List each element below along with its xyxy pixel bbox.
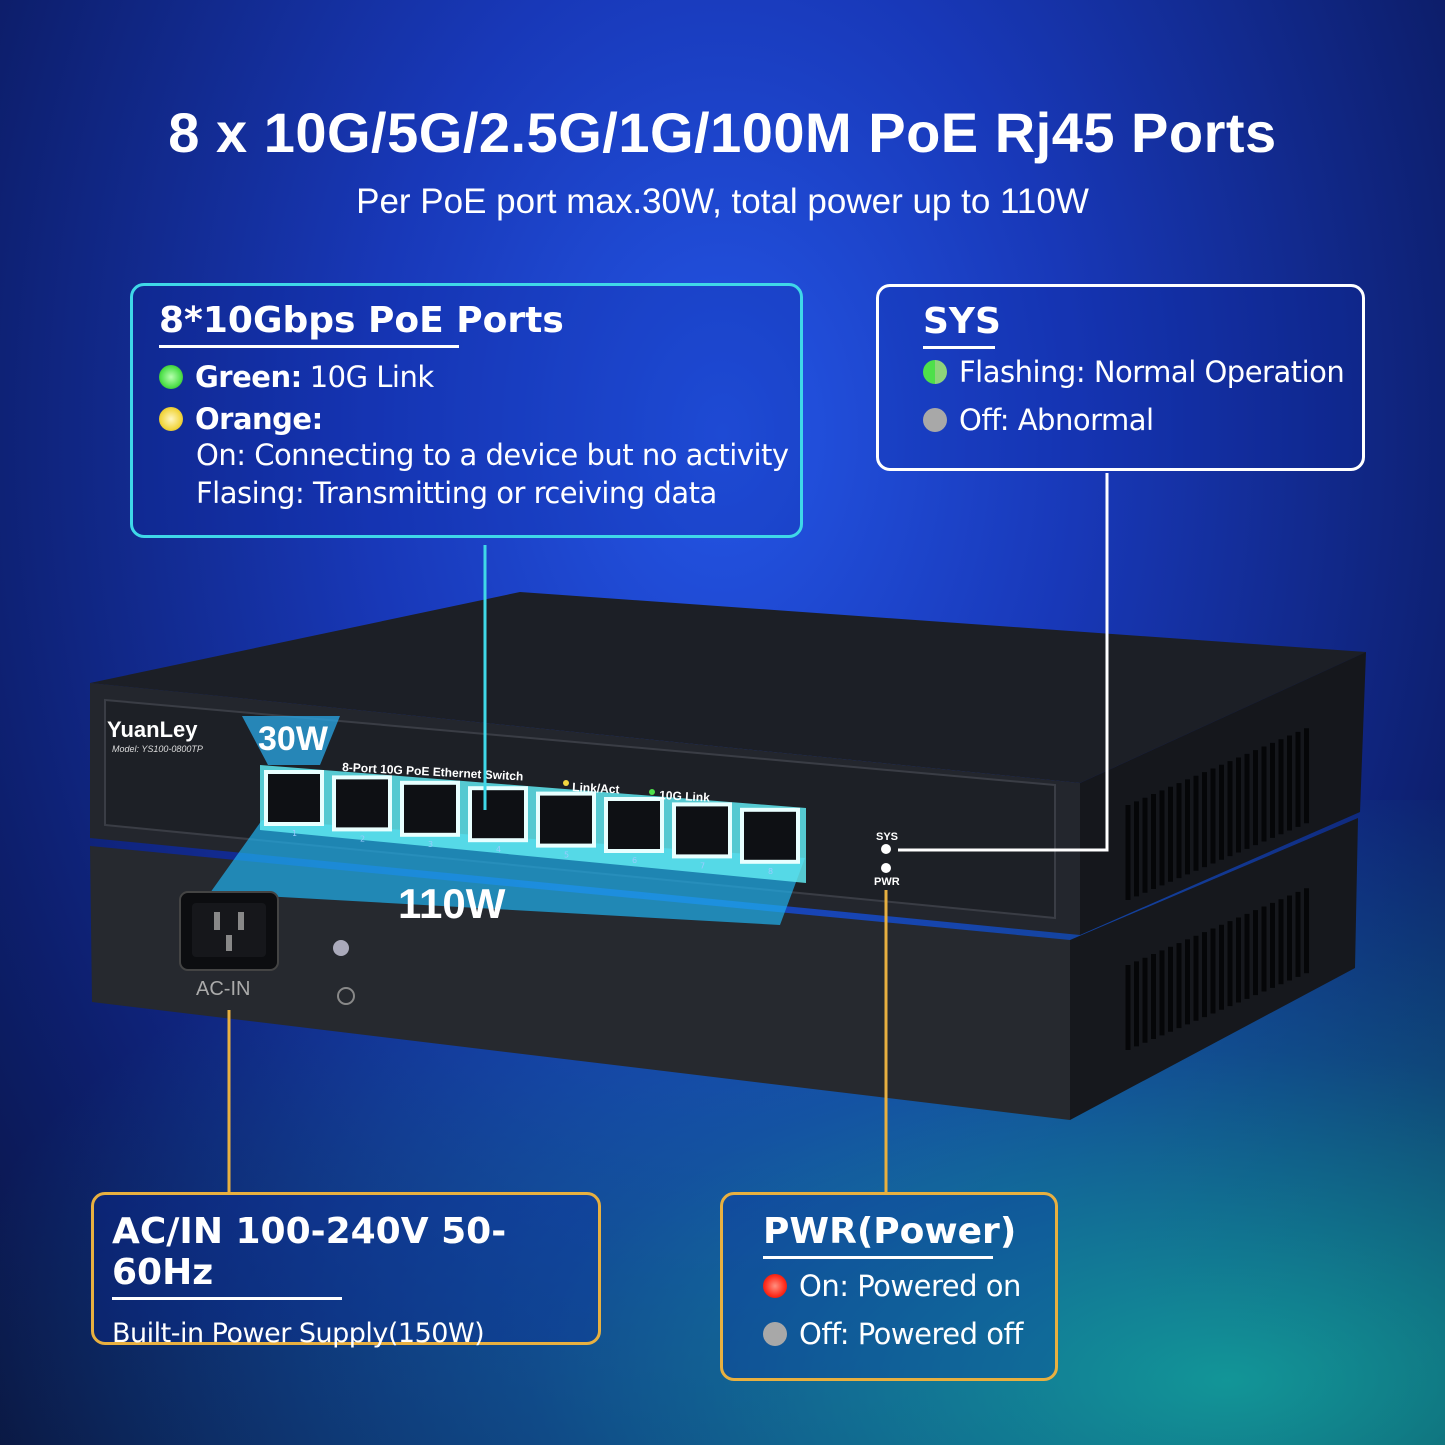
model-label: Model: YS100-0800TP	[112, 744, 203, 754]
pwr-led	[881, 863, 891, 873]
ac-callout: AC/IN 100-240V 50-60Hz Built-in Power Su…	[91, 1192, 601, 1349]
pwr-on-text: On: Powered on	[799, 1269, 1021, 1303]
sys-flashing-text: Flashing: Normal Operation	[959, 355, 1345, 389]
rj45-port	[468, 786, 528, 843]
port-number: 3	[428, 840, 433, 849]
rj45-port	[672, 802, 732, 859]
green-label: Green:	[195, 360, 302, 394]
orange-on-text: On: Connecting to a device but no activi…	[196, 438, 789, 472]
sys-led	[881, 844, 891, 854]
pwr-off-text: Off: Powered off	[799, 1317, 1023, 1351]
port-number: 4	[496, 845, 501, 854]
total-power-label: 110W	[398, 880, 506, 927]
port-number: 6	[632, 856, 637, 865]
port-power-label: 30W	[258, 720, 329, 758]
green-led-icon	[159, 365, 183, 389]
sys-callout: SYS Flashing: Normal Operation Off: Abno…	[876, 284, 1365, 471]
page-subtitle: Per PoE port max.30W, total power up to …	[356, 182, 1089, 221]
green-text: 10G Link	[309, 360, 434, 394]
link-act-label: Link/Act	[572, 780, 620, 796]
pwr-callout-title: PWR(Power)	[763, 1211, 1017, 1252]
orange-led-icon	[159, 407, 183, 431]
10g-link-label: 10G Link	[659, 788, 711, 805]
port-number: 2	[360, 834, 365, 843]
sys-label: SYS	[876, 831, 898, 843]
port-number: 1	[292, 829, 297, 838]
ac-in-label: AC-IN	[196, 978, 250, 1000]
brand-logo: YuanLey	[107, 717, 198, 742]
off-led-icon	[923, 408, 947, 432]
ac-text: Built-in Power Supply(150W)	[112, 1318, 485, 1349]
flashing-led-icon	[923, 360, 947, 384]
port-strip	[260, 765, 806, 883]
switch-top	[90, 592, 1366, 783]
rj45-port	[536, 791, 596, 848]
rj45-port	[332, 775, 392, 832]
port-number: 7	[700, 861, 705, 870]
rj45-port	[400, 780, 460, 837]
orange-flash-text: Flasing: Transmitting or rceiving data	[196, 476, 717, 510]
gray-led-icon	[763, 1322, 787, 1346]
rj45-port	[604, 797, 664, 853]
ground-screw	[333, 940, 349, 956]
orange-label: Orange:	[195, 402, 323, 436]
port-number: 5	[564, 851, 569, 860]
rj45-port	[264, 770, 324, 826]
ground-icon	[337, 987, 355, 1005]
rj45-port	[740, 807, 800, 864]
pwr-label: PWR	[874, 876, 900, 888]
red-led-icon	[763, 1274, 787, 1298]
ports-callout: 8*10Gbps PoE Ports Green:10G Link Orange…	[130, 283, 803, 538]
sys-callout-title: SYS	[923, 301, 1001, 342]
pwr-callout: PWR(Power) On: Powered on Off: Powered o…	[720, 1192, 1058, 1381]
ac-callout-title: AC/IN 100-240V 50-60Hz	[112, 1211, 507, 1293]
port-number: 8	[768, 867, 773, 876]
sys-off-text: Off: Abnormal	[959, 403, 1154, 437]
power-unit-front	[90, 846, 1070, 1120]
ports-callout-title: 8*10Gbps PoE Ports	[159, 300, 564, 341]
page-title: 8 x 10G/5G/2.5G/1G/100M PoE Rj45 Ports	[168, 101, 1277, 164]
